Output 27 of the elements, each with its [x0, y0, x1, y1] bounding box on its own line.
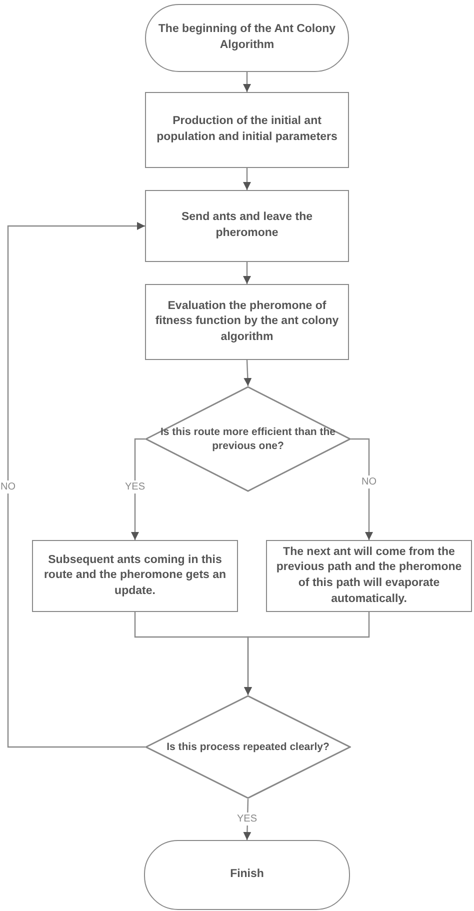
arrow [244, 612, 370, 695]
step-text: The next ant will come from the previous path and the pheromone of this path will evaporate automatically. [275, 544, 463, 607]
step-text: Evaluation the pheromone of fitness function by the ant colony algorithm [154, 298, 340, 345]
arrow [244, 360, 252, 386]
step-text: Is this process repeated clearly? [166, 740, 330, 754]
arrow [243, 72, 251, 92]
arrow [243, 798, 252, 840]
edge-label: NO [0, 480, 16, 494]
edge-label: NO [360, 476, 378, 488]
arrow [243, 168, 251, 190]
arrow [131, 438, 145, 540]
step-text: Production of the initial ant population and initial parameters [156, 114, 338, 145]
process-box [145, 190, 349, 262]
arrow [243, 262, 251, 284]
step-text: Finish [230, 867, 264, 882]
edge-label: YES [124, 480, 146, 494]
process-box [145, 92, 349, 168]
step-text: Is this route more efficient than the previous one? [159, 424, 337, 454]
step-text: Send ants and leave the pheromone [180, 210, 314, 241]
arrow [351, 438, 373, 540]
edge-label: YES [236, 812, 258, 826]
step-text: Subsequent ants coming in this route and the pheromone gets an update. [42, 552, 228, 599]
step-text: The beginning of the Ant Colony Algorithm [157, 22, 337, 53]
arrow [7, 222, 145, 748]
process-box [145, 284, 349, 360]
process-box [32, 540, 238, 612]
process-box [266, 540, 472, 612]
